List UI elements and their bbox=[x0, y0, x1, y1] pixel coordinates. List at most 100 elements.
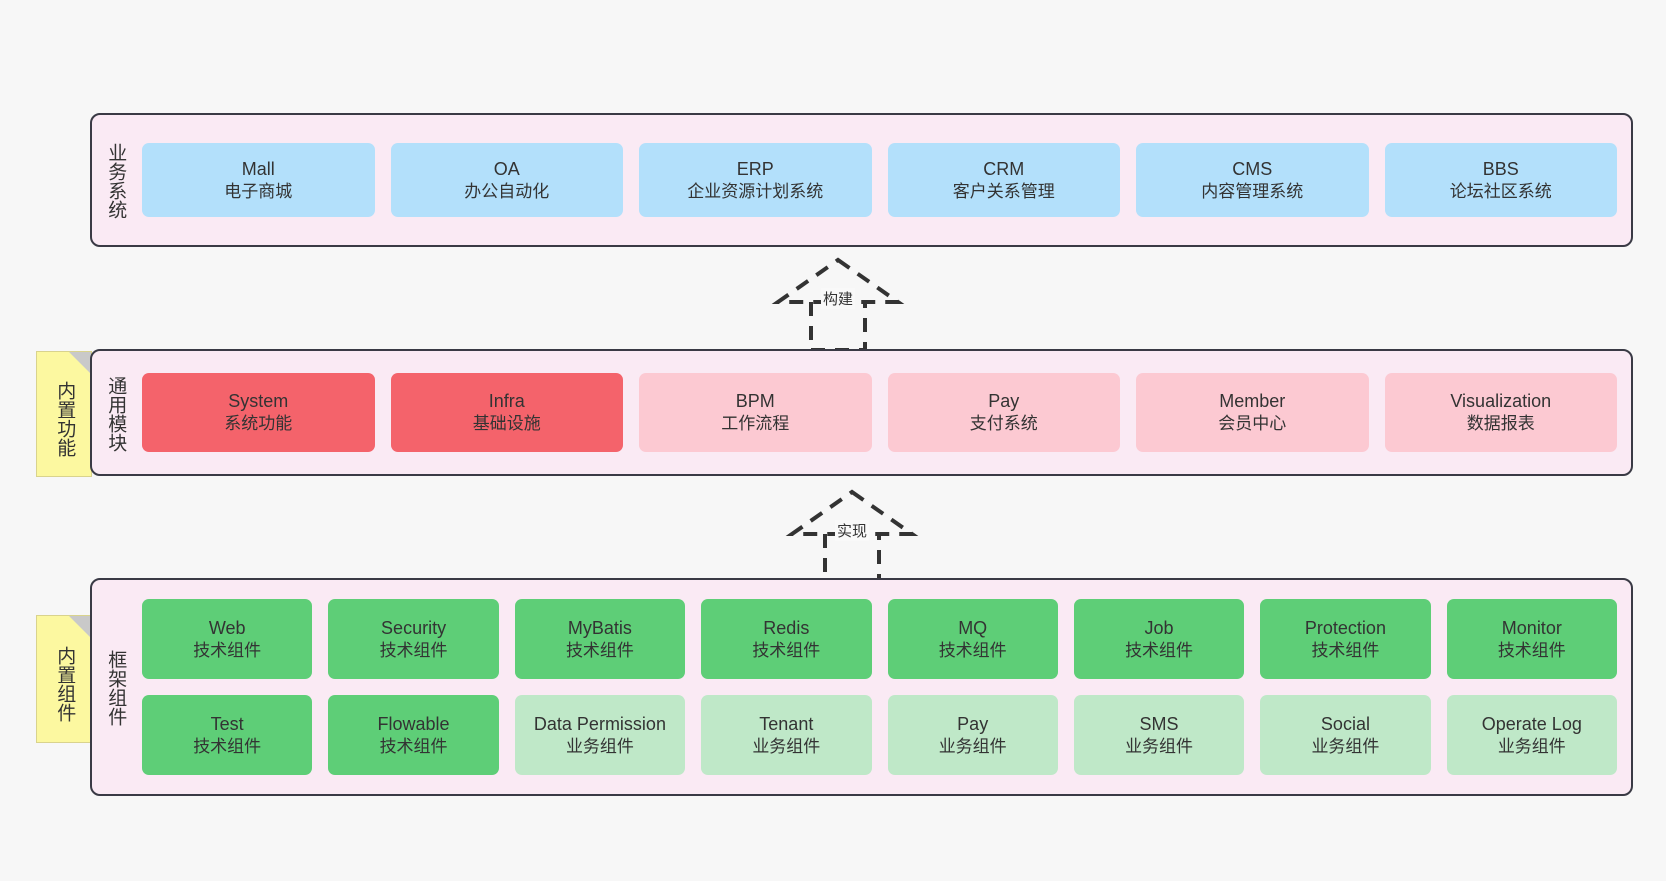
node-label-cn: 支付系统 bbox=[969, 414, 1038, 434]
node-label-cn: 技术组件 bbox=[193, 736, 262, 756]
node-label-cn: 电子商城 bbox=[224, 181, 293, 201]
layer-panel-framework-component: 框架组件 Web 技术组件 Security 技术组件 MyBatis 技术组件… bbox=[90, 578, 1633, 796]
layer-body-common-module: System 系统功能 Infra 基础设施 BPM 工作流程 Pay 支付系统… bbox=[138, 351, 1631, 474]
connector-implement: 实现 bbox=[772, 488, 932, 584]
node-label-en: System bbox=[228, 391, 289, 412]
node-pay[interactable]: Pay 支付系统 bbox=[887, 373, 1120, 452]
node-data-permission[interactable]: Data Permission 业务组件 bbox=[514, 695, 686, 775]
node-row: Mall 电子商城 OA 办公自动化 ERP 企业资源计划系统 CRM 客户关系… bbox=[142, 143, 1617, 217]
node-label-en: CRM bbox=[983, 158, 1025, 179]
node-system[interactable]: System 系统功能 bbox=[142, 373, 375, 452]
node-tenant[interactable]: Tenant 业务组件 bbox=[701, 695, 872, 775]
node-row: Test 技术组件 Flowable 技术组件 Data Permission … bbox=[142, 695, 1617, 775]
node-row: Web 技术组件 Security 技术组件 MyBatis 技术组件 Redi… bbox=[142, 599, 1617, 679]
node-label-cn: 业务组件 bbox=[1311, 736, 1380, 756]
node-label-en: Data Permission bbox=[533, 713, 666, 734]
sticky-note-label: 内置功能 bbox=[54, 381, 76, 457]
node-mq[interactable]: MQ 技术组件 bbox=[887, 599, 1058, 679]
node-label-en: Test bbox=[210, 713, 244, 734]
node-security[interactable]: Security 技术组件 bbox=[328, 599, 499, 679]
node-label-cn: 内容管理系统 bbox=[1201, 181, 1304, 201]
layer-title-business-system: 业务系统 bbox=[105, 143, 127, 219]
node-erp[interactable]: ERP 企业资源计划系统 bbox=[639, 143, 872, 217]
node-label-cn: 企业资源计划系统 bbox=[687, 181, 824, 201]
node-label-cn: 技术组件 bbox=[379, 640, 448, 660]
node-job[interactable]: Job 技术组件 bbox=[1073, 599, 1245, 679]
node-label-cn: 技术组件 bbox=[1311, 640, 1380, 660]
node-web[interactable]: Web 技术组件 bbox=[142, 599, 313, 679]
node-label-en: Job bbox=[1144, 617, 1174, 638]
node-label-en: Tenant bbox=[759, 713, 814, 734]
node-member[interactable]: Member 会员中心 bbox=[1136, 373, 1369, 452]
node-mybatis[interactable]: MyBatis 技术组件 bbox=[514, 599, 686, 679]
node-row: System 系统功能 Infra 基础设施 BPM 工作流程 Pay 支付系统… bbox=[142, 373, 1617, 452]
node-label-en: ERP bbox=[736, 158, 774, 179]
node-label-cn: 技术组件 bbox=[938, 640, 1007, 660]
layer-panel-business-system: 业务系统 Mall 电子商城 OA 办公自动化 ERP 企业资源计划系统 CRM… bbox=[90, 113, 1633, 247]
node-social[interactable]: Social 业务组件 bbox=[1260, 695, 1431, 775]
node-label-cn: 业务组件 bbox=[565, 736, 634, 756]
node-label-en: Pay bbox=[957, 713, 989, 734]
node-label-cn: 办公自动化 bbox=[464, 181, 550, 201]
node-label-en: Infra bbox=[488, 391, 525, 412]
node-bpm[interactable]: BPM 工作流程 bbox=[639, 373, 872, 452]
node-label-en: MyBatis bbox=[567, 617, 632, 638]
node-label-cn: 工作流程 bbox=[721, 414, 790, 434]
node-flowable[interactable]: Flowable 技术组件 bbox=[328, 695, 499, 775]
node-monitor[interactable]: Monitor 技术组件 bbox=[1446, 599, 1617, 679]
node-mall[interactable]: Mall 电子商城 bbox=[142, 143, 375, 217]
page-fold-icon bbox=[69, 616, 91, 638]
node-sms[interactable]: SMS 业务组件 bbox=[1073, 695, 1245, 775]
node-label-en: BBS bbox=[1482, 158, 1519, 179]
node-label-en: Operate Log bbox=[1481, 713, 1582, 734]
node-label-en: Visualization bbox=[1450, 391, 1552, 412]
node-label-en: Pay bbox=[988, 391, 1020, 412]
layer-body-business-system: Mall 电子商城 OA 办公自动化 ERP 企业资源计划系统 CRM 客户关系… bbox=[138, 115, 1631, 245]
layer-panel-common-module: 通用模块 System 系统功能 Infra 基础设施 BPM 工作流程 Pay… bbox=[90, 349, 1633, 476]
node-label-en: CMS bbox=[1232, 158, 1273, 179]
node-bbs[interactable]: BBS 论坛社区系统 bbox=[1384, 143, 1617, 217]
node-label-cn: 数据报表 bbox=[1466, 414, 1535, 434]
node-label-cn: 技术组件 bbox=[565, 640, 634, 660]
node-label-en: Protection bbox=[1304, 617, 1386, 638]
node-oa[interactable]: OA 办公自动化 bbox=[390, 143, 623, 217]
node-label-cn: 技术组件 bbox=[193, 640, 262, 660]
node-label-en: SMS bbox=[1139, 713, 1179, 734]
node-label-en: OA bbox=[493, 158, 520, 179]
node-label-cn: 业务组件 bbox=[938, 736, 1007, 756]
layer-title-common-module: 通用模块 bbox=[105, 375, 127, 452]
connector-label-build: 构建 bbox=[820, 288, 856, 309]
node-label-en: BPM bbox=[735, 391, 775, 412]
sticky-note-builtin-component: 内置组件 bbox=[36, 615, 92, 743]
node-infra[interactable]: Infra 基础设施 bbox=[390, 373, 623, 452]
node-label-cn: 技术组件 bbox=[1125, 640, 1194, 660]
node-label-cn: 业务组件 bbox=[1497, 736, 1566, 756]
node-label-cn: 技术组件 bbox=[752, 640, 821, 660]
node-test[interactable]: Test 技术组件 bbox=[142, 695, 313, 775]
node-label-cn: 会员中心 bbox=[1218, 414, 1287, 434]
node-cms[interactable]: CMS 内容管理系统 bbox=[1136, 143, 1369, 217]
node-label-cn: 业务组件 bbox=[752, 736, 821, 756]
node-label-cn: 系统功能 bbox=[224, 414, 293, 434]
sticky-note-builtin-function: 内置功能 bbox=[36, 351, 92, 477]
node-operate-log[interactable]: Operate Log 业务组件 bbox=[1446, 695, 1617, 775]
node-label-cn: 客户关系管理 bbox=[952, 181, 1055, 201]
node-label-en: Monitor bbox=[1501, 617, 1562, 638]
layer-title-framework-component: 框架组件 bbox=[105, 650, 127, 726]
node-label-cn: 基础设施 bbox=[472, 414, 541, 434]
node-label-en: Redis bbox=[763, 617, 810, 638]
node-protection[interactable]: Protection 技术组件 bbox=[1260, 599, 1431, 679]
node-label-cn: 业务组件 bbox=[1125, 736, 1194, 756]
node-visualization[interactable]: Visualization 数据报表 bbox=[1384, 373, 1617, 452]
node-redis[interactable]: Redis 技术组件 bbox=[701, 599, 872, 679]
node-label-cn: 技术组件 bbox=[1497, 640, 1566, 660]
page-fold-icon bbox=[69, 352, 91, 374]
node-label-en: Social bbox=[1320, 713, 1370, 734]
node-label-en: Flowable bbox=[377, 713, 450, 734]
node-crm[interactable]: CRM 客户关系管理 bbox=[887, 143, 1120, 217]
node-pay-business[interactable]: Pay 业务组件 bbox=[887, 695, 1058, 775]
connector-build: 构建 bbox=[758, 256, 918, 352]
node-label-en: Web bbox=[208, 617, 246, 638]
layer-body-framework-component: Web 技术组件 Security 技术组件 MyBatis 技术组件 Redi… bbox=[138, 580, 1631, 794]
